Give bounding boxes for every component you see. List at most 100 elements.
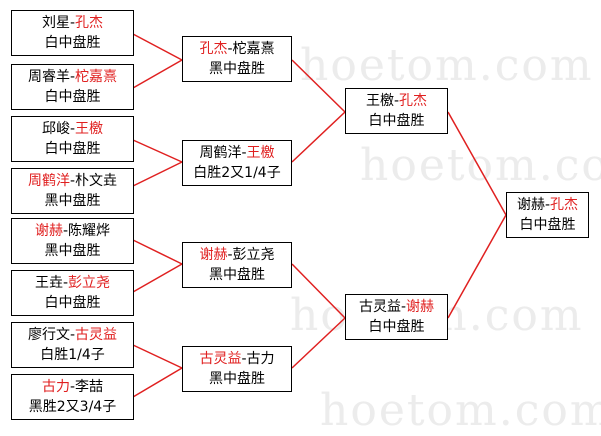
match-result: 白中盘胜 [368, 113, 425, 129]
match-box: 邱峻-王檄白中盘胜 [11, 116, 134, 162]
match-box: 王檄-孔杰白中盘胜 [345, 88, 448, 134]
player-name: 彭立尧 [232, 247, 275, 263]
bracket-line [132, 33, 183, 61]
match-box: 刘星-孔杰白中盘胜 [11, 10, 134, 56]
separator: - [544, 197, 551, 213]
bracket-line [132, 161, 183, 187]
match-result: 白中盘胜 [44, 89, 101, 105]
separator: - [227, 247, 233, 263]
match-result: 白中盘胜 [44, 295, 101, 311]
player-name: 陈耀烨 [68, 223, 111, 239]
match-box: 古灵益-谢赫白中盘胜 [345, 294, 448, 340]
player-name: 周鹤洋 [199, 145, 242, 161]
player-name: 孔杰 [199, 41, 228, 57]
match-box: 周睿羊-柁嘉熹白中盘胜 [11, 64, 134, 110]
player-name: 李喆 [75, 379, 104, 395]
player-name: 谢赫 [406, 299, 435, 315]
player-name: 柁嘉熹 [232, 41, 275, 57]
match-result: 黑中盘胜 [209, 267, 265, 283]
match-result: 黑中盘胜 [209, 371, 265, 387]
player-name: 朴文垚 [75, 173, 118, 189]
match-result: 白中盘胜 [519, 217, 576, 233]
match-players: 古灵益-古力 [183, 349, 291, 369]
bracket-line [447, 111, 507, 216]
match-players: 王檄-孔杰 [346, 91, 447, 111]
match-players: 谢赫-孔杰 [507, 195, 588, 215]
separator: - [241, 351, 247, 367]
match-players: 王垚-彭立尧 [12, 273, 133, 293]
separator: - [69, 327, 76, 343]
separator: - [400, 299, 407, 315]
bracket-line [132, 263, 183, 293]
separator: - [241, 145, 247, 161]
player-name: 孔杰 [75, 15, 104, 31]
player-name: 古灵益 [358, 299, 401, 315]
match-box: 周鹤洋-朴文垚黑中盘胜 [11, 168, 134, 214]
player-name: 廖行文 [27, 327, 70, 343]
player-name: 古灵益 [199, 351, 242, 367]
player-name: 刘星 [41, 15, 70, 31]
bracket-line [132, 59, 183, 89]
match-result: 黑胜2又3/4子 [28, 399, 117, 415]
match-box: 廖行文-古灵益白胜1/4子 [11, 322, 134, 368]
match-players: 谢赫-陈耀烨 [12, 221, 133, 241]
match-players: 刘星-孔杰 [12, 13, 133, 33]
player-name: 谢赫 [199, 247, 228, 263]
match-players: 廖行文-古灵益 [12, 325, 133, 345]
match-box: 谢赫-陈耀烨黑中盘胜 [11, 218, 134, 264]
match-result: 白中盘胜 [368, 319, 425, 335]
player-name: 谢赫 [34, 223, 63, 239]
bracket-line [132, 367, 183, 398]
player-name: 王檄 [75, 121, 104, 137]
match-box: 孔杰-柁嘉熹黑中盘胜 [182, 36, 292, 82]
separator: - [69, 121, 76, 137]
match-result: 黑中盘胜 [209, 61, 265, 77]
bracket-line [291, 111, 346, 163]
final-match-box: 谢赫-孔杰白中盘胜 [506, 192, 589, 238]
player-name: 王檄 [365, 93, 394, 109]
player-name: 王檄 [246, 145, 275, 161]
bracket-line [291, 317, 346, 369]
separator: - [69, 173, 76, 189]
bracket-line [291, 263, 346, 319]
bracket-line [132, 239, 183, 265]
separator: - [227, 41, 233, 57]
match-box: 谢赫-彭立尧黑中盘胜 [182, 242, 292, 288]
match-box: 周鹤洋-王檄白胜2又1/4子 [182, 140, 292, 186]
match-result: 黑中盘胜 [44, 193, 101, 209]
match-players: 孔杰-柁嘉熹 [183, 39, 291, 59]
match-players: 周鹤洋-朴文垚 [12, 171, 133, 191]
match-players: 谢赫-彭立尧 [183, 245, 291, 265]
match-result: 黑中盘胜 [44, 243, 101, 259]
player-name: 孔杰 [399, 93, 428, 109]
player-name: 古力 [246, 351, 275, 367]
match-result: 白中盘胜 [44, 35, 101, 51]
match-result: 白中盘胜 [44, 141, 101, 157]
player-name: 谢赫 [516, 197, 545, 213]
player-name: 古灵益 [75, 327, 118, 343]
separator: - [69, 379, 76, 395]
bracket-line [447, 214, 507, 319]
player-name: 周睿羊 [27, 69, 70, 85]
match-box: 古灵益-古力黑中盘胜 [182, 346, 292, 392]
player-name: 王垚 [34, 275, 63, 291]
separator: - [393, 93, 400, 109]
player-name: 彭立尧 [68, 275, 111, 291]
bracket-line [291, 59, 346, 113]
player-name: 邱峻 [41, 121, 70, 137]
bracket-line [132, 344, 183, 369]
separator: - [69, 15, 76, 31]
match-box: 古力-李喆黑胜2又3/4子 [11, 374, 134, 420]
player-name: 柁嘉熹 [75, 69, 118, 85]
separator: - [62, 223, 69, 239]
match-players: 古力-李喆 [12, 377, 133, 397]
match-players: 周睿羊-柁嘉熹 [12, 67, 133, 87]
player-name: 古力 [41, 379, 70, 395]
match-players: 古灵益-谢赫 [346, 297, 447, 317]
match-players: 周鹤洋-王檄 [183, 143, 291, 163]
match-players: 邱峻-王檄 [12, 119, 133, 139]
player-name: 孔杰 [550, 197, 579, 213]
separator: - [62, 275, 69, 291]
match-result: 白胜1/4子 [40, 347, 105, 363]
match-result: 白胜2又1/4子 [193, 165, 281, 181]
